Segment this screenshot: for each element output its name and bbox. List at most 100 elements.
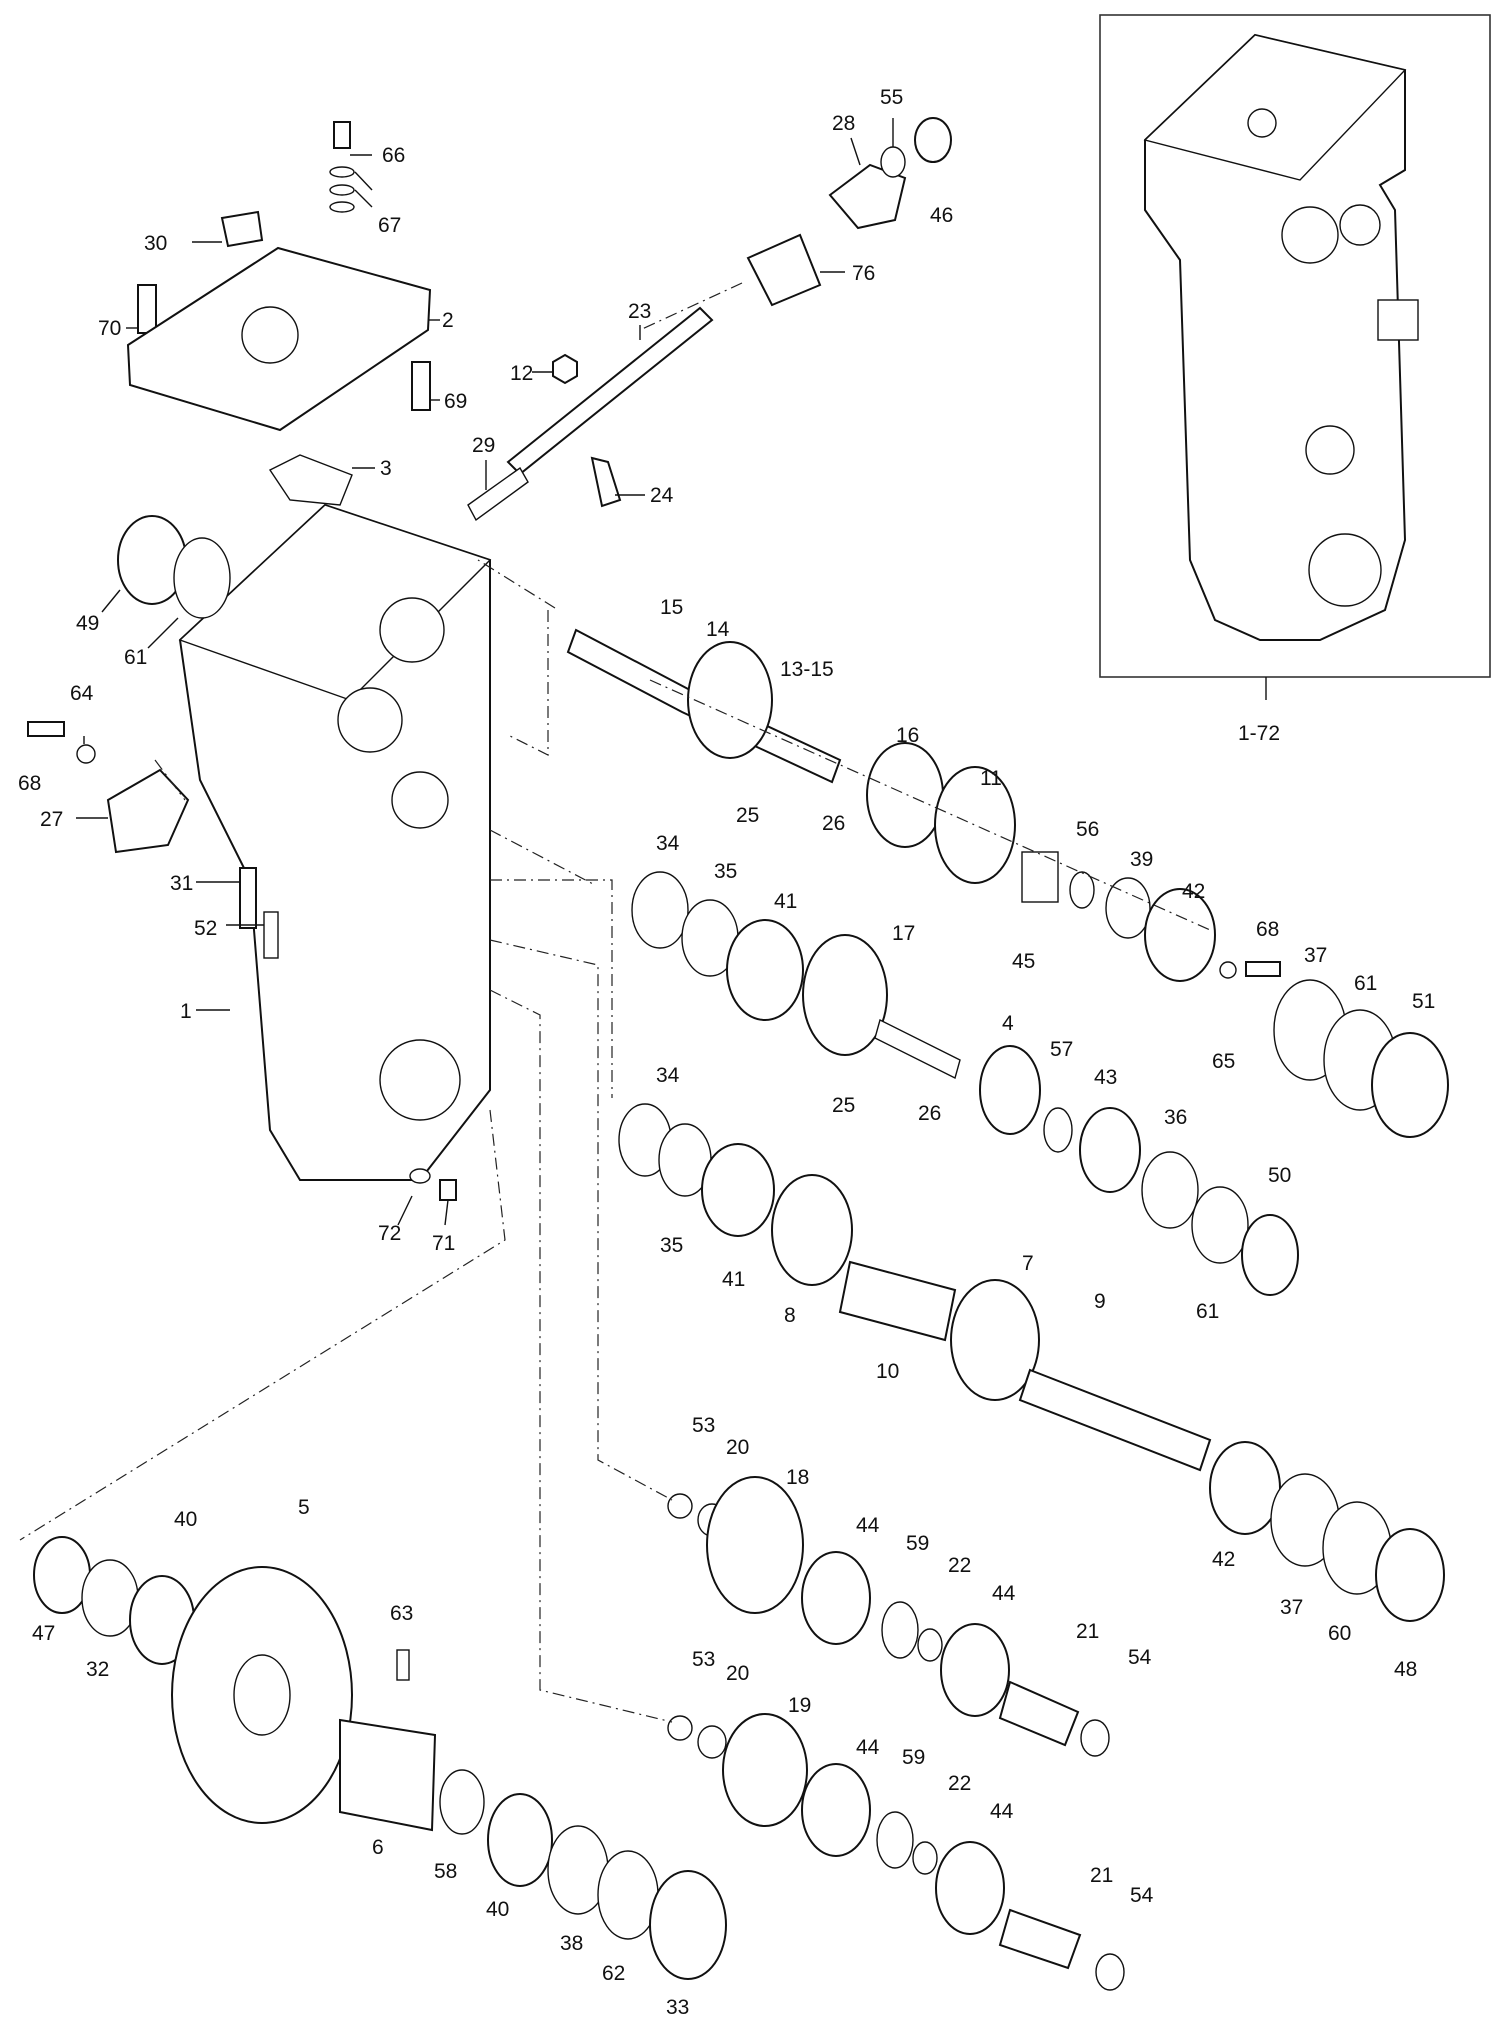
align-line-5 xyxy=(489,939,673,1501)
callout-44b: 44 xyxy=(992,1582,1016,1605)
bearing-44b xyxy=(940,1623,1010,1717)
oring-53b xyxy=(667,1715,693,1741)
callout-69: 69 xyxy=(444,390,467,413)
callout-68b: 68 xyxy=(1256,918,1279,941)
callout-50: 50 xyxy=(1268,1164,1291,1187)
housing-bore-a xyxy=(379,597,445,663)
align-line-10 xyxy=(154,759,186,801)
callout-66: 66 xyxy=(382,144,405,167)
callout-61b: 61 xyxy=(1354,972,1377,995)
callout-22a: 22 xyxy=(948,1554,971,1577)
callout-59a: 59 xyxy=(906,1532,929,1555)
callout-60: 60 xyxy=(1328,1622,1351,1645)
housing-group xyxy=(27,503,492,1201)
callout-14: 14 xyxy=(706,618,730,641)
callout-9: 9 xyxy=(1094,1290,1106,1313)
leader-72 xyxy=(397,1195,413,1226)
cap-51 xyxy=(1371,1032,1449,1138)
oring-54b xyxy=(1095,1953,1125,1991)
callout-26b: 26 xyxy=(918,1102,941,1125)
callout-15: 15 xyxy=(660,596,683,619)
callout-26a: 26 xyxy=(822,812,845,835)
callout-29: 29 xyxy=(472,434,495,457)
callout-34a: 34 xyxy=(656,832,680,855)
callout-44c: 44 xyxy=(856,1736,880,1759)
leader-lines xyxy=(76,118,894,1226)
callout-25b: 25 xyxy=(832,1094,855,1117)
oring-54a xyxy=(1080,1719,1110,1757)
assembled-housing xyxy=(1144,33,1407,641)
callout-21b: 21 xyxy=(1090,1864,1113,1887)
callout-37a: 37 xyxy=(1304,944,1327,967)
callout-40a: 40 xyxy=(174,1508,197,1531)
countershaft-row xyxy=(631,871,1299,1296)
pin-24 xyxy=(590,456,622,508)
callout-63: 63 xyxy=(390,1602,413,1625)
align-line-3 xyxy=(489,829,596,886)
shaft-21a xyxy=(998,1680,1080,1747)
callout-2: 2 xyxy=(442,309,454,332)
bushing-76 xyxy=(746,233,822,307)
housing-bore-d xyxy=(379,1039,461,1121)
key-63 xyxy=(396,1649,410,1681)
housing-bore-c xyxy=(391,771,449,829)
shaft-21b xyxy=(998,1908,1082,1970)
callout-19: 19 xyxy=(788,1694,811,1717)
callout-47: 47 xyxy=(32,1622,55,1645)
callout-8: 8 xyxy=(784,1304,796,1327)
lower-shaft-row xyxy=(618,1103,1445,1622)
callout-42b: 42 xyxy=(1212,1548,1235,1571)
callout-39: 39 xyxy=(1130,848,1153,871)
callout-16: 16 xyxy=(896,724,919,747)
spring-52 xyxy=(263,911,279,959)
gasket-3 xyxy=(268,454,353,506)
gear-11 xyxy=(934,766,1016,884)
assembled-breather xyxy=(1247,108,1277,138)
callout-labels: 66 67 30 70 2 69 3 12 23 29 24 28 55 46 … xyxy=(18,86,1435,2019)
circlip-59a xyxy=(881,1601,919,1659)
bearing-43 xyxy=(1079,1107,1141,1193)
bearing-44a xyxy=(801,1551,871,1645)
callout-57: 57 xyxy=(1050,1038,1073,1061)
alignment-lines xyxy=(19,282,1211,1723)
bolt-71 xyxy=(439,1179,457,1201)
big-gear-hub xyxy=(233,1654,291,1736)
callout-25a: 25 xyxy=(736,804,759,827)
sensor-66 xyxy=(333,121,351,149)
callout-24: 24 xyxy=(650,484,674,507)
washer-67c xyxy=(329,201,355,213)
shim-36 xyxy=(1141,1151,1199,1229)
callout-20a: 20 xyxy=(726,1436,749,1459)
callout-23: 23 xyxy=(628,300,651,323)
gear-17 xyxy=(802,934,888,1056)
callout-27: 27 xyxy=(40,808,63,831)
shaft-9 xyxy=(1018,1368,1212,1472)
callout-49: 49 xyxy=(76,612,99,635)
callout-64: 64 xyxy=(70,682,94,705)
callout-55: 55 xyxy=(880,86,903,109)
leader-67 xyxy=(354,171,373,208)
oring-53a xyxy=(667,1493,693,1519)
nut-12 xyxy=(552,353,578,385)
leader-28 xyxy=(850,137,861,166)
housing-top-flange xyxy=(178,504,492,701)
assembled-bore-mid xyxy=(1305,425,1355,475)
pin-31 xyxy=(239,867,257,929)
callout-31: 31 xyxy=(170,872,193,895)
assembled-top-cover xyxy=(1143,34,1407,181)
callout-43: 43 xyxy=(1094,1066,1117,1089)
sleeve-6 xyxy=(339,1718,437,1832)
callout-28: 28 xyxy=(832,112,855,135)
callout-12: 12 xyxy=(510,362,533,385)
leader-49 xyxy=(101,589,121,613)
spring-29 xyxy=(467,466,529,522)
callout-38: 38 xyxy=(560,1932,583,1955)
callout-5: 5 xyxy=(298,1496,310,1519)
callout-54b: 54 xyxy=(1130,1884,1154,1907)
callout-52: 52 xyxy=(194,917,217,940)
callout-48: 48 xyxy=(1394,1658,1417,1681)
top-cover-group xyxy=(126,121,432,506)
callout-13-15: 13-15 xyxy=(780,658,834,681)
callout-53b: 53 xyxy=(692,1648,715,1671)
